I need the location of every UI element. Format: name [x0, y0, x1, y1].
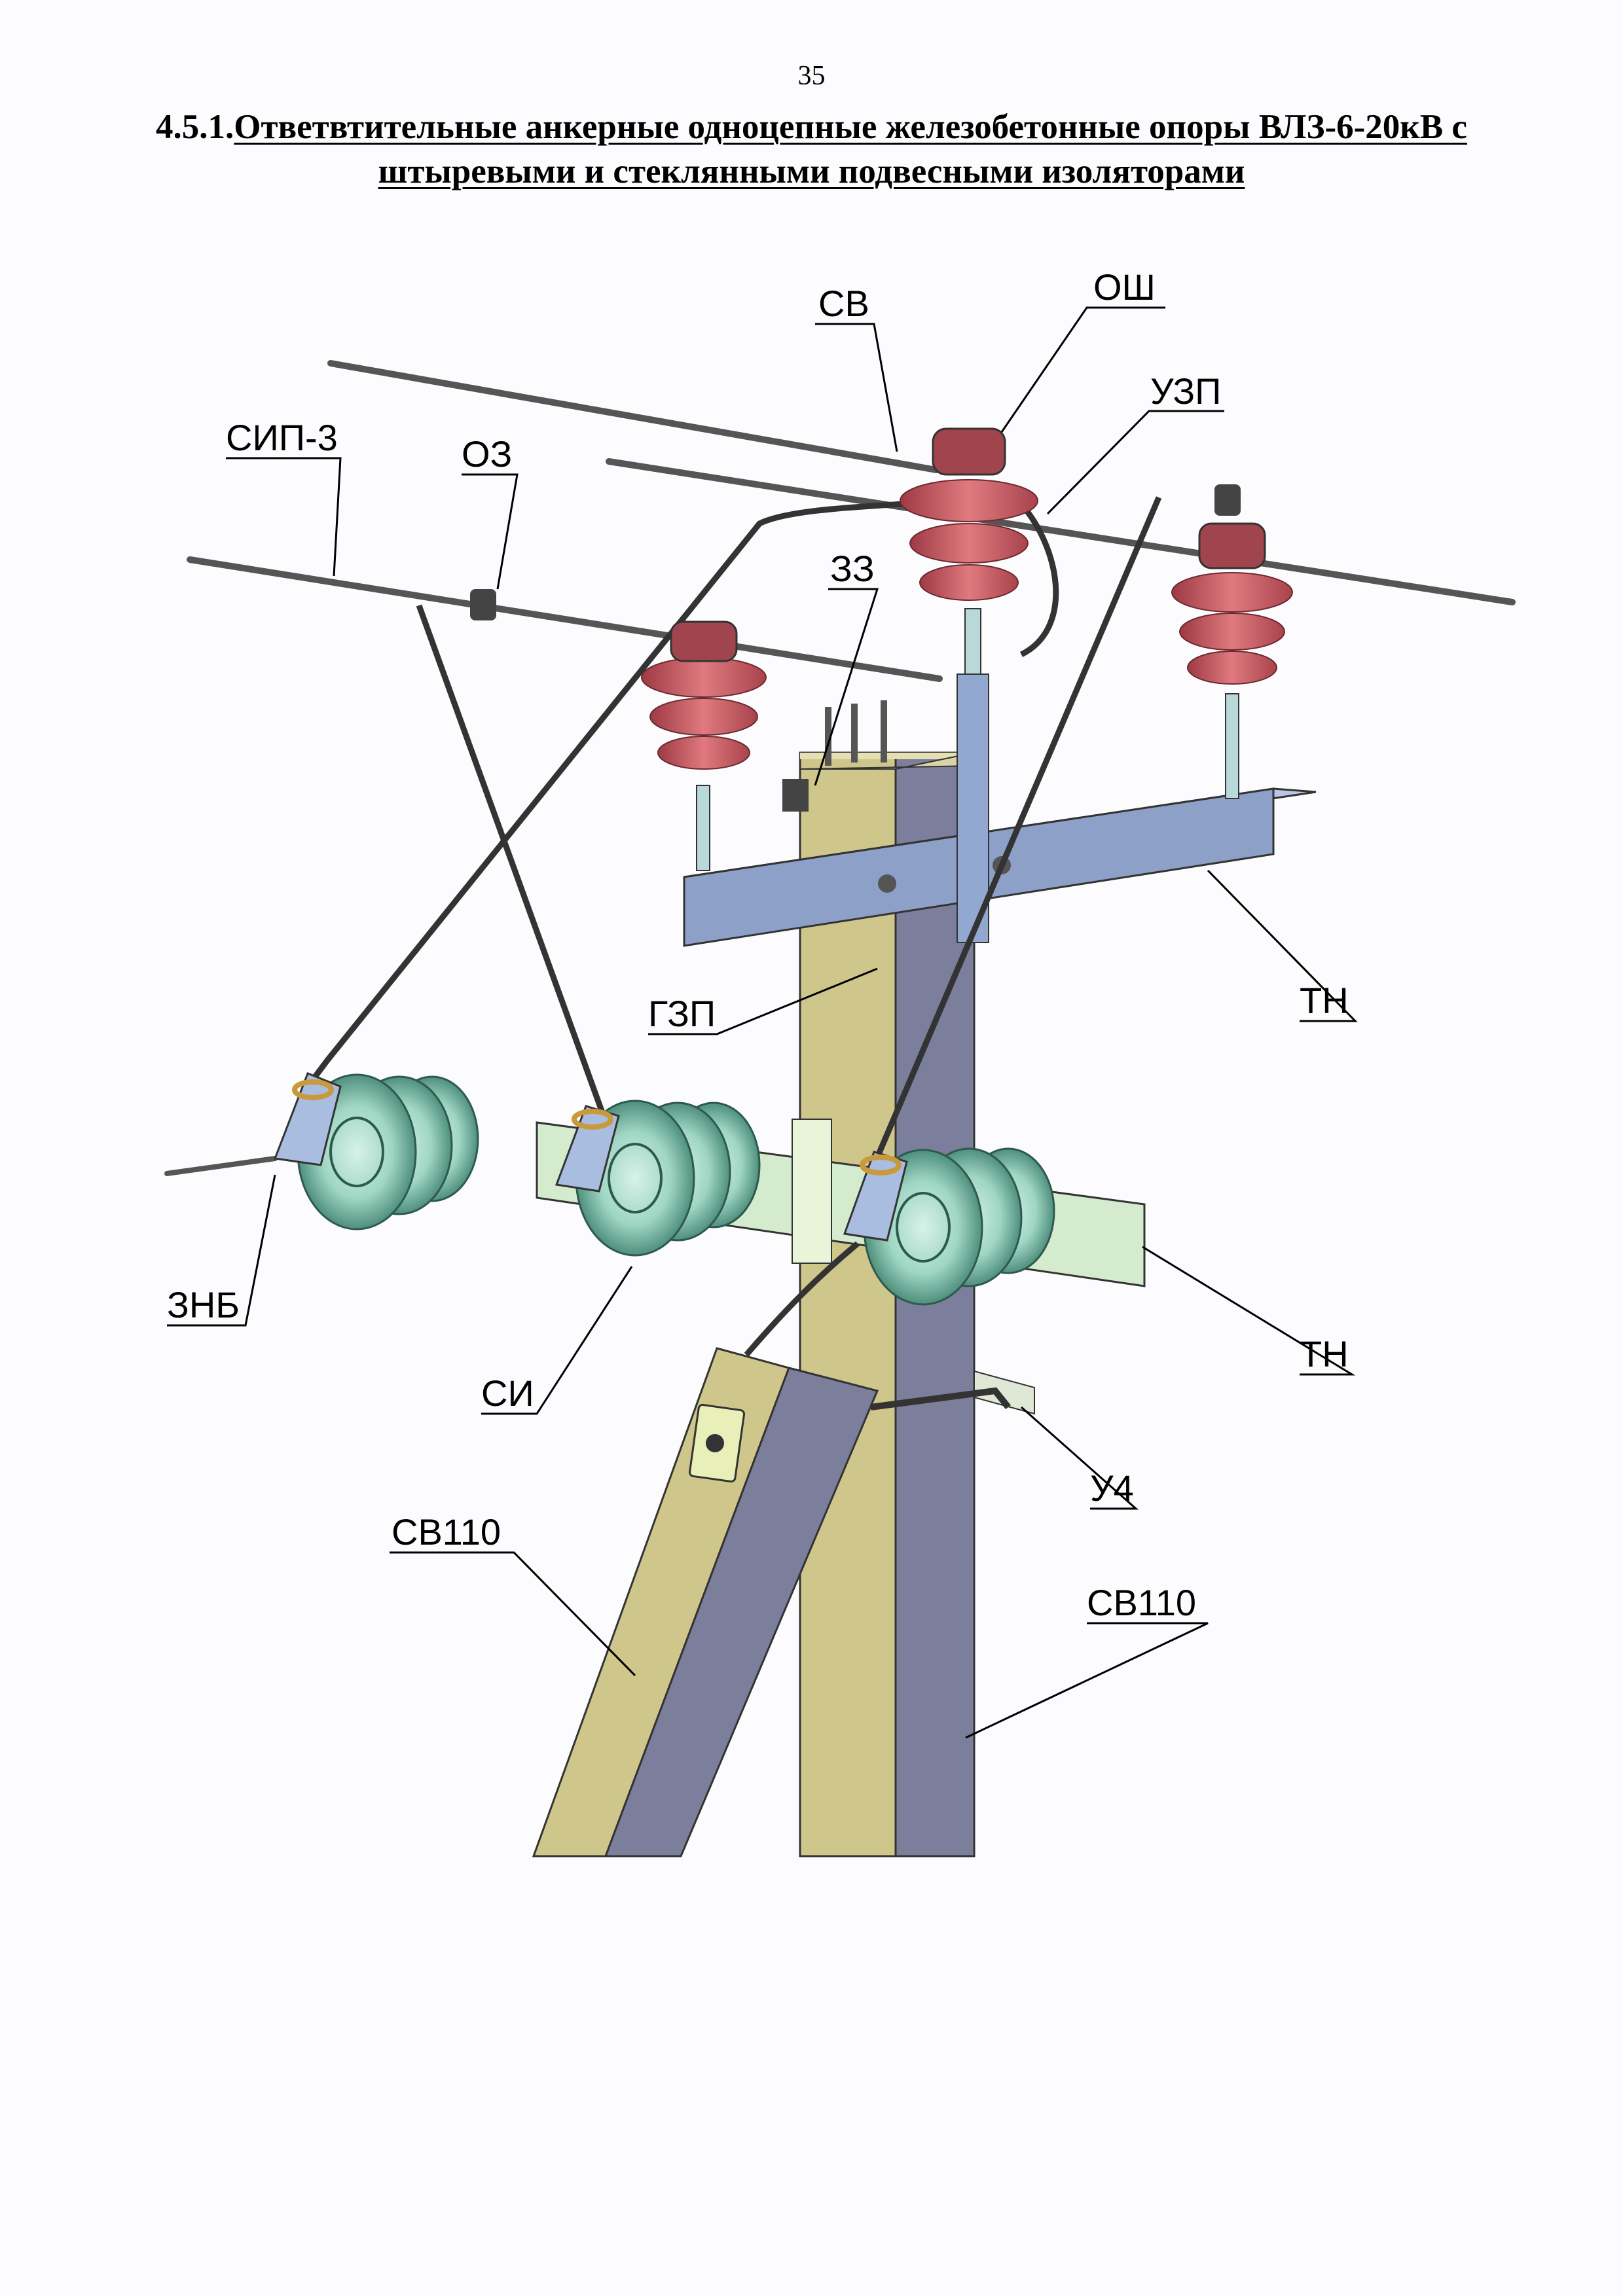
- label-zz: ЗЗ: [830, 548, 875, 589]
- label-u4: У4: [1090, 1467, 1134, 1509]
- label-gzp: ГЗП: [648, 993, 716, 1034]
- strut-pole: [532, 1347, 879, 1857]
- bracket-u4: [870, 1370, 1035, 1415]
- label-sv110-left: СВ110: [392, 1511, 501, 1552]
- suspension-insulator-middle: [555, 1100, 761, 1257]
- label-tn-upper: ТН: [1300, 980, 1349, 1021]
- title-line-1-text: Ответвтительные анкерные одноцепные желе…: [234, 108, 1467, 146]
- jumper-cables: [305, 496, 1162, 1357]
- section-number: 4.5.1.: [156, 108, 234, 146]
- label-oz: ОЗ: [462, 433, 512, 475]
- label-osh: ОШ: [1093, 266, 1156, 308]
- label-uzp: УЗП: [1150, 370, 1221, 412]
- page-number: 35: [797, 61, 826, 91]
- insulator-pins: [696, 608, 1239, 943]
- main-pole: [799, 751, 976, 1857]
- suspension-insulator-left: [273, 1072, 479, 1230]
- title-line-2-text: штыревыми и стеклянными подвесными изоля…: [378, 152, 1245, 190]
- suspension-insulator-right: [843, 1147, 1055, 1306]
- pin-insulator-left: [641, 620, 767, 770]
- pole-top-pins: [782, 700, 887, 812]
- pin-insulator-right: [1171, 522, 1293, 685]
- label-sv: СВ: [818, 283, 869, 324]
- callout-labels: СВ ОШ УЗП СИП-3 ОЗ ЗЗ ГЗП ТН ЗНБ СИ ТН У…: [167, 266, 1349, 1623]
- label-sv110-right: СВ110: [1087, 1582, 1196, 1623]
- pin-insulator-center: [900, 427, 1038, 601]
- label-znb: ЗНБ: [167, 1284, 240, 1325]
- label-si: СИ: [481, 1372, 534, 1414]
- leader-lines: [167, 306, 1358, 1739]
- wire-clamps: [470, 484, 1241, 620]
- title-line-1: 4.5.1.Ответвтительные анкерные одноцепны…: [0, 105, 1623, 149]
- title-line-2: штыревыми и стеклянными подвесными изоля…: [0, 149, 1623, 194]
- wires: [164, 360, 1516, 1176]
- label-sip3: СИП-3: [226, 417, 338, 458]
- label-tn-lower: ТН: [1300, 1333, 1349, 1374]
- section-title: 4.5.1.Ответвтительные анкерные одноцепны…: [0, 105, 1623, 194]
